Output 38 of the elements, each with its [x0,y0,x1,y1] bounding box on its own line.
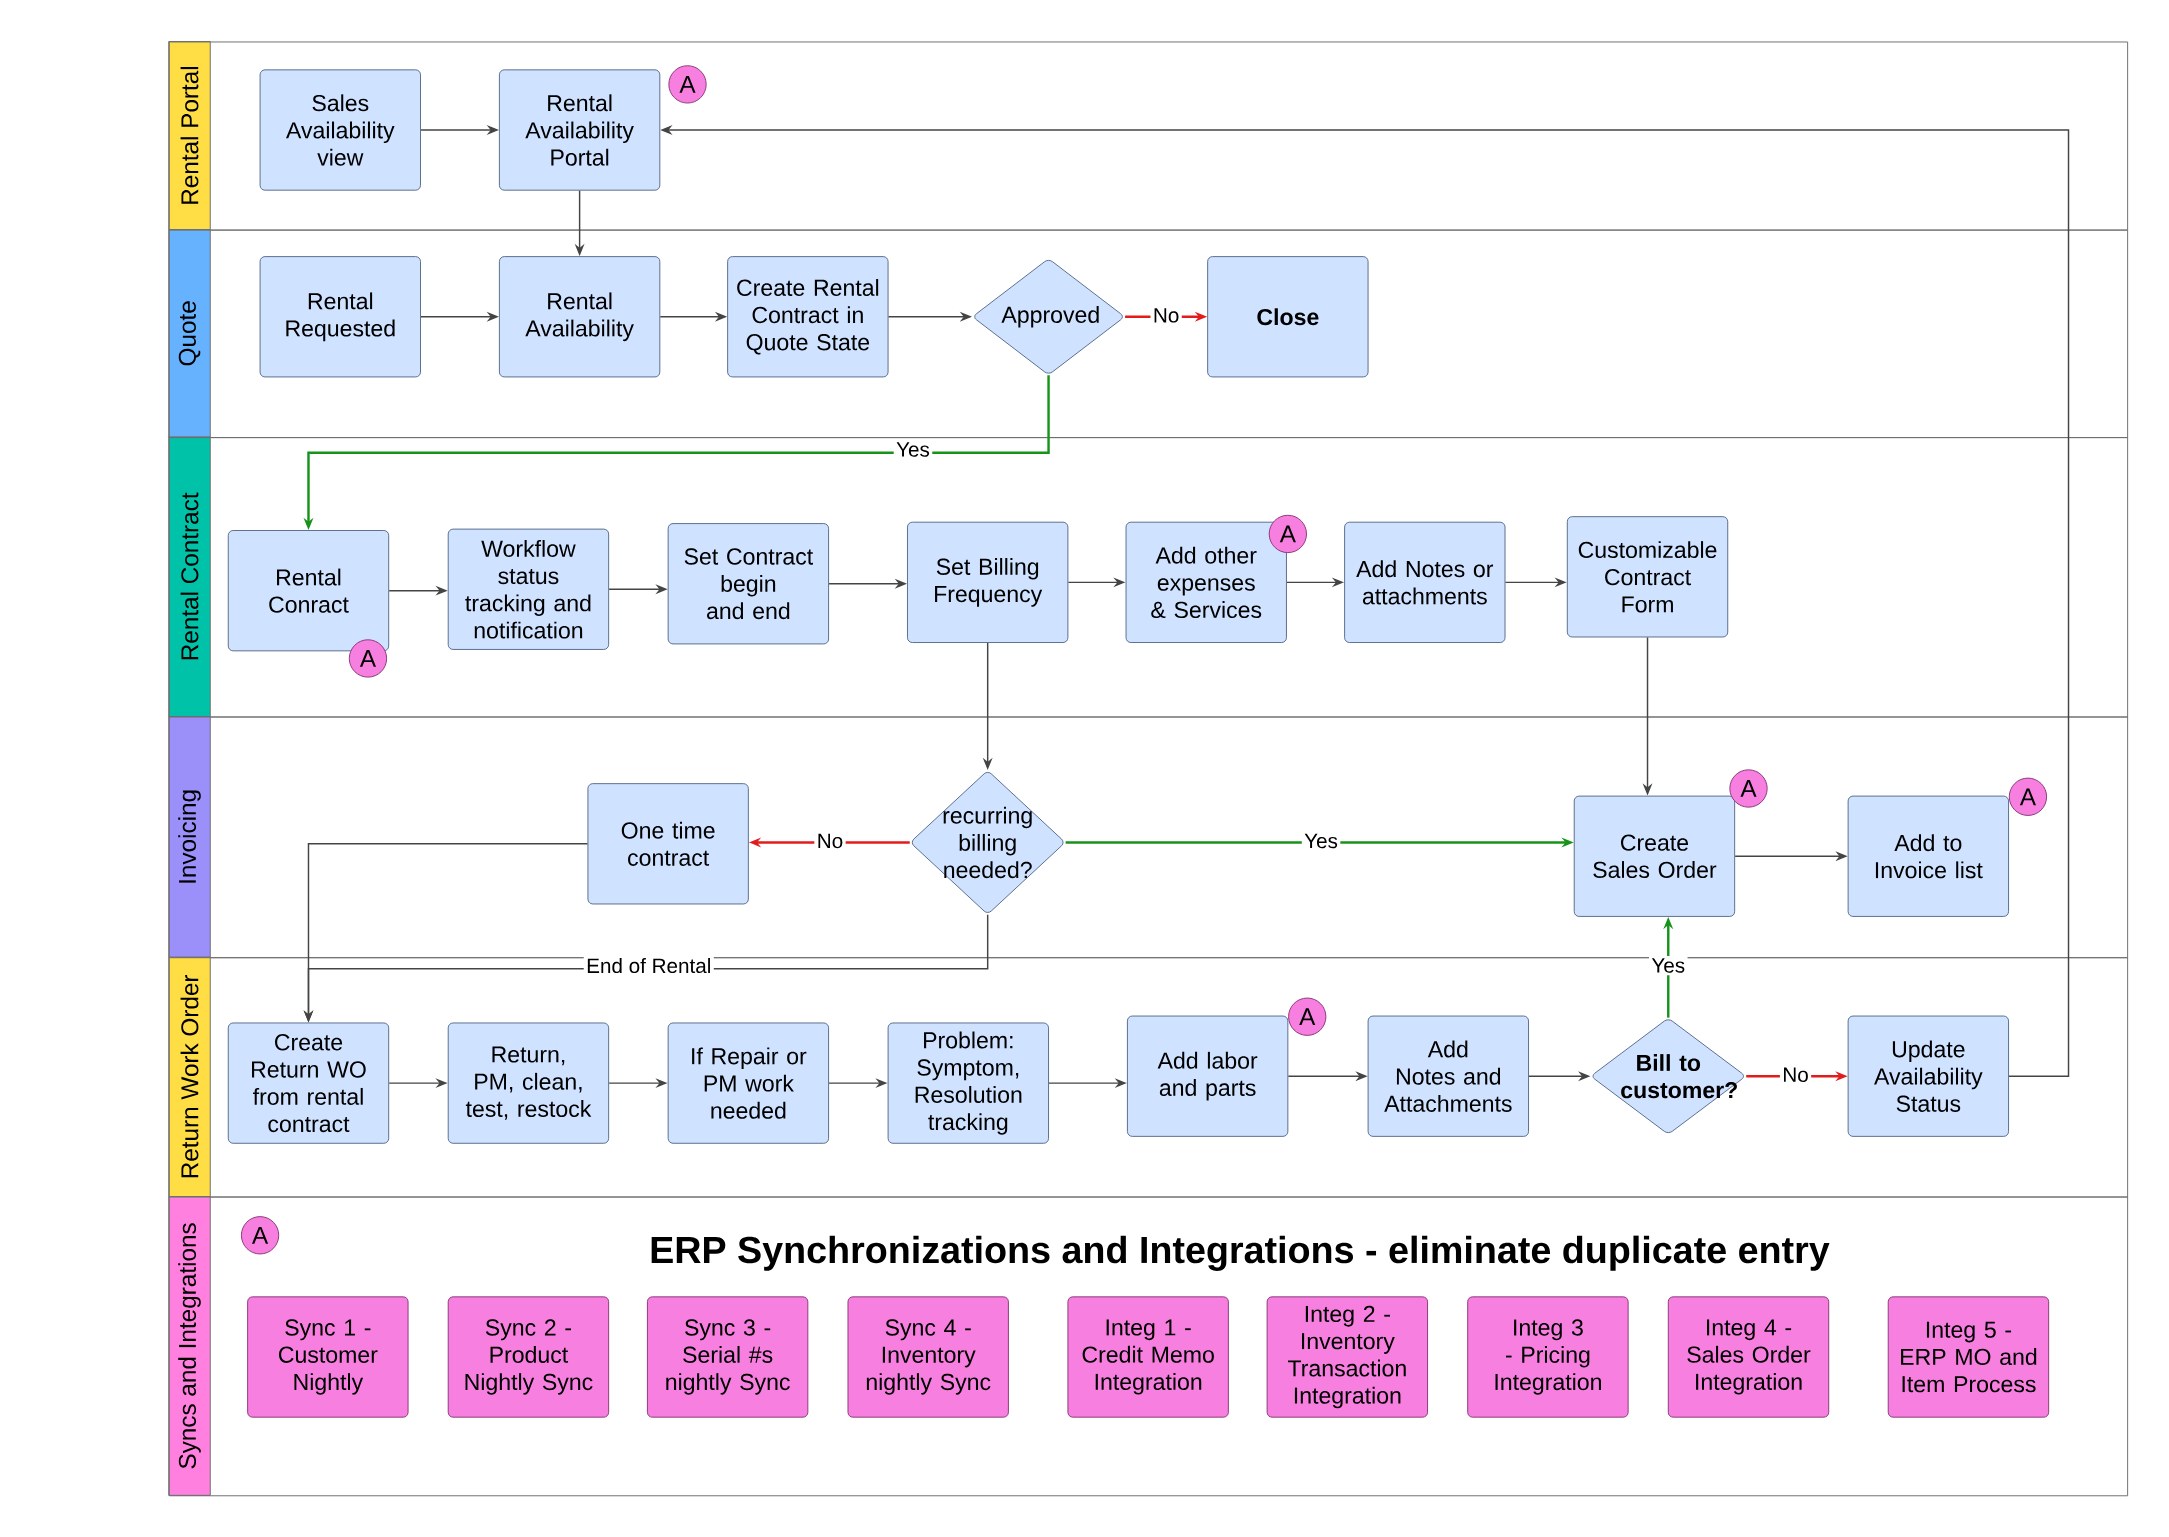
edge-label: No [1779,1065,1812,1085]
process-box: Add labor and parts [1126,1015,1289,1137]
process-box: Close [1207,256,1369,378]
edge-label: Yes [1649,956,1688,976]
edge-label: No [1150,305,1182,326]
process-box: Rental Availability Portal [498,69,661,191]
sync-box: Sync 2 - Product Nightly Sync [447,1296,610,1418]
process-box: Add to Invoice list [1847,795,2010,917]
process-box: Return, PM, clean, test, restock [447,1022,610,1144]
process-box: Add Notes or attachments [1344,521,1506,644]
process-box: Problem: Symptom, Resolution tracking [887,1022,1049,1144]
sync-box: Integ 5 - ERP MO and Item Process [1887,1296,2050,1418]
sync-box: Sync 1 - Customer Nightly [247,1296,409,1418]
process-box: Set Contract begin and end [667,523,830,645]
process-box: Create Sales Order [1573,795,1736,917]
process-box: Rental Requested [259,256,421,378]
sync-box: Sync 4 - Inventory nightly Sync [847,1296,1009,1418]
process-box: Create Rental Contract in Quote State [727,256,889,378]
edge-label: No [814,831,846,851]
sync-box: Sync 3 - Serial #s nightly Sync [646,1296,809,1418]
process-box: Sales Availability view [259,69,421,191]
sync-box: Integ 4 - Sales Order Integration [1667,1296,1830,1418]
process-box: Create Return WO from rental contract [227,1022,390,1144]
sync-box: Integ 1 - Credit Memo Integration [1067,1296,1229,1418]
edge-label: End of Rental [583,955,714,976]
process-box: One time contract [587,783,749,905]
process-box: Workflow status tracking and notification [447,528,610,650]
edge-label: Yes [1301,831,1341,851]
process-box: Set Billing Frequency [907,521,1069,644]
sync-box: Integ 3 - Pricing Integration [1467,1296,1629,1418]
process-box: Rental Availability [498,256,661,378]
process-box: Add Notes and Attachments [1367,1015,1530,1137]
edge-label: Yes [893,440,933,460]
heading: ERP Synchronizations and Integrations - eliminate duplicate entry [651,1235,1830,1271]
process-box: Update Availability Status [1847,1015,2010,1137]
process-box: If Repair or PM work needed [667,1022,830,1144]
sync-box: Integ 2 - Inventory Transaction Integration [1266,1296,1429,1418]
process-box: Customizable Contract Form [1566,516,1729,638]
